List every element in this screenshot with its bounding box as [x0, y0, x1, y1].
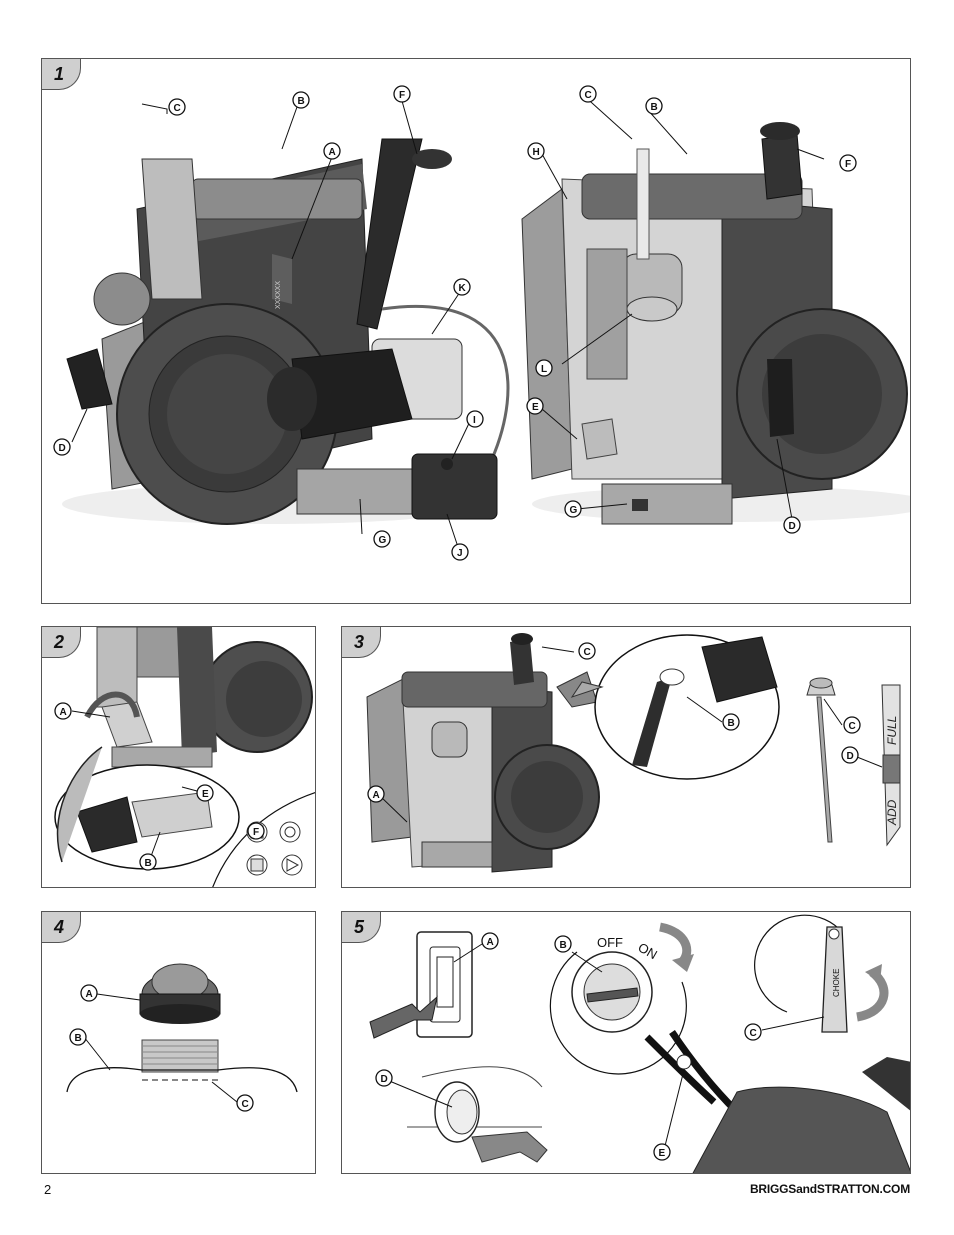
svg-text:H: H [533, 147, 540, 158]
callout-g-right: G [564, 500, 582, 518]
callout-h: H [527, 142, 545, 160]
svg-text:B: B [560, 940, 567, 951]
svg-text:D: D [381, 1074, 388, 1085]
left-engine: XXXXXX [62, 138, 510, 525]
callout-b: B [722, 713, 740, 731]
callout-e: E [526, 397, 544, 415]
svg-text:D: D [59, 443, 66, 454]
svg-text:I: I [473, 415, 476, 426]
callout-b: B [139, 853, 157, 871]
svg-text:C: C [849, 721, 856, 732]
callout-f-left: F [393, 85, 411, 103]
callout-b: B [554, 935, 572, 953]
callout-d: D [375, 1069, 393, 1087]
svg-text:E: E [202, 789, 209, 800]
callout-g-left: G [373, 530, 391, 548]
callout-a: A [481, 932, 499, 950]
fuel-cap-illustration: A B C [66, 963, 298, 1112]
callout-a: A [80, 984, 98, 1002]
svg-text:F: F [253, 827, 259, 838]
callout-f-right: F [839, 154, 857, 172]
callout-c-engine: C [578, 642, 596, 660]
svg-text:A: A [373, 790, 380, 801]
svg-text:C: C [242, 1099, 249, 1110]
callout-e: E [653, 1143, 671, 1161]
callout-a: A [367, 785, 385, 803]
callout-d: D [841, 746, 859, 764]
svg-text:A: A [487, 937, 494, 948]
callout-group-1: C B A F D G J K I C B F H L E G D [53, 85, 857, 561]
svg-text:L: L [541, 364, 547, 375]
svg-text:B: B [651, 102, 658, 113]
engine-illustration-1: XXXXXX [53, 85, 910, 561]
callout-i: I [466, 410, 484, 428]
callout-d-right: D [783, 516, 801, 534]
svg-text:C: C [584, 647, 591, 658]
starting-controls-illustration: OFF ON CHOKE A B C D E [369, 914, 910, 1173]
page-number: 2 [44, 1182, 52, 1197]
dipstick-full-text: FULL [885, 716, 899, 745]
callout-c: C [744, 1023, 762, 1041]
svg-text:F: F [845, 159, 851, 170]
figure-panel-1: 1 XXXXXX [41, 58, 911, 604]
svg-text:K: K [459, 283, 467, 294]
callout-c-left: C [168, 98, 186, 116]
callout-b-right: B [645, 97, 663, 115]
svg-text:C: C [750, 1028, 757, 1039]
svg-text:D: D [789, 521, 796, 532]
svg-text:F: F [399, 90, 405, 101]
svg-text:A: A [60, 707, 67, 718]
figure-panel-5: 5 OFF ON CHOKE [341, 911, 911, 1174]
figure-panel-2: 2 A E B F [41, 626, 316, 888]
callout-l: L [535, 359, 553, 377]
svg-text:E: E [532, 402, 539, 413]
svg-text:B: B [298, 96, 305, 107]
callout-b-left: B [292, 91, 310, 109]
callout-c: C [236, 1094, 254, 1112]
callout-f-label: F [247, 822, 265, 840]
svg-text:D: D [847, 751, 854, 762]
svg-text:A: A [86, 989, 93, 1000]
callout-j: J [451, 543, 469, 561]
svg-text:G: G [570, 505, 578, 516]
svg-text:A: A [329, 147, 336, 158]
callout-b: B [69, 1028, 87, 1046]
svg-text:E: E [659, 1148, 666, 1159]
callout-a: A [323, 142, 341, 160]
svg-text:J: J [457, 548, 463, 559]
figure-panel-4: 4 A B C [41, 911, 316, 1174]
callout-e: E [196, 784, 214, 802]
callout-k: K [453, 278, 471, 296]
engine-label-text: XXXXXX [275, 281, 282, 309]
svg-text:B: B [145, 858, 152, 869]
svg-text:B: B [75, 1033, 82, 1044]
callout-c-right: C [579, 85, 597, 103]
choke-text: CHOKE [832, 969, 841, 997]
figure-panel-3: 3 FULL ADD C [341, 626, 911, 888]
callout-d-left: D [53, 438, 71, 456]
callout-a: A [54, 702, 72, 720]
svg-text:G: G [379, 535, 387, 546]
switch-on-text: ON [636, 940, 660, 963]
website-link[interactable]: BRIGGSandSTRATTON.COM [749, 1182, 910, 1196]
callout-c-dipstick: C [843, 716, 861, 734]
right-engine [521, 122, 910, 525]
dipstick-add-text: ADD [885, 799, 899, 826]
svg-text:C: C [174, 103, 181, 114]
svg-text:C: C [585, 90, 592, 101]
switch-off-text: OFF [597, 935, 623, 950]
dipstick-drawing: FULL ADD [806, 677, 901, 847]
oil-fill-illustration: FULL ADD C B A C D [366, 633, 901, 873]
fuel-drain-illustration: A E B F [54, 627, 315, 887]
svg-text:B: B [728, 718, 735, 729]
